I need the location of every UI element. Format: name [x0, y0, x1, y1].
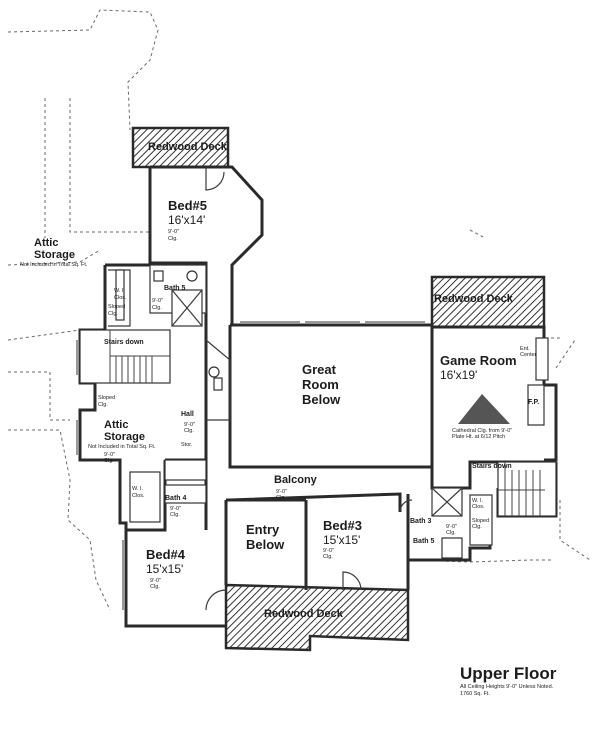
label-redwood-deck-bottom: Redwood Deck — [264, 608, 344, 620]
label-great-room-2: Room — [302, 377, 339, 392]
label-ent: Ent. — [520, 346, 530, 352]
label-sloped-top: Sloped — [108, 304, 125, 310]
label-hall-ceiling: 9'-0" — [184, 422, 195, 428]
label-hall: Hall — [181, 411, 194, 418]
title-block: Upper Floor All Ceiling Heights 9'-0" Un… — [460, 664, 557, 697]
label-ent-center: Center — [520, 352, 537, 358]
label-sloped-top-2: Clg. — [108, 311, 118, 317]
label-game-room: Game Room — [440, 353, 517, 368]
label-redwood-deck-right: Redwood Deck — [434, 293, 514, 305]
label-bath4-ceiling: 9'-0" — [170, 506, 181, 512]
label-stairs-right: Stairs down — [472, 463, 512, 470]
label-bath5: Bath 5 — [164, 285, 186, 292]
label-bed4-size: 15'x15' — [146, 562, 183, 576]
label-bath5-ceiling-unit: Clg. — [152, 305, 162, 311]
label-wi-clos-top: W. I. — [114, 288, 125, 294]
label-game-room-size: 16'x19' — [440, 368, 477, 382]
label-attic-left-note: Not Included in Total Sq. Ft. — [20, 262, 88, 268]
label-entry-2: Below — [246, 537, 285, 552]
label-bed4-ceiling: 9'-0" — [150, 578, 161, 584]
label-bed4-ceiling-unit: Clg. — [150, 584, 160, 590]
label-bed5-size: 16'x14' — [168, 213, 205, 227]
label-bed3: Bed#3 — [323, 518, 362, 533]
label-bath4-ceiling-unit: Clg. — [170, 512, 180, 518]
label-redwood-deck-top: Redwood Deck — [148, 141, 228, 153]
label-attic-mid: Attic — [104, 419, 128, 431]
label-balcony: Balcony — [274, 474, 318, 486]
label-attic-mid-2: Storage — [104, 431, 145, 443]
label-attic-mid-note: Not Included in Total Sq. Ft. — [88, 444, 156, 450]
label-hall-ceiling-unit: Clg. — [184, 428, 194, 434]
plan-note: All Ceiling Heights 9'-0" Unless Noted. — [460, 684, 554, 690]
label-great-room: Great — [302, 362, 337, 377]
label-wi-clos-mid-2: Clos. — [132, 493, 145, 499]
interior-details — [76, 167, 557, 611]
label-attic-mid-ceiling-unit: Clg. — [104, 458, 114, 464]
label-balcony-ceiling-unit: Clg. — [276, 495, 286, 501]
label-stairs-left: Stairs down — [104, 339, 144, 346]
label-wi-clos-right-2: Clos. — [472, 504, 485, 510]
label-sloped-mid: Sloped — [98, 395, 115, 401]
room-labels: Redwood Deck Redwood Deck Redwood Deck B… — [20, 141, 539, 620]
label-entry: Entry — [246, 522, 280, 537]
label-sloped-mid-2: Clg. — [98, 402, 108, 408]
label-wi-clos-mid: W. I. — [132, 486, 143, 492]
label-attic-left: Attic — [34, 237, 58, 249]
label-cathedral: Cathedral Clg. from 9'-0" — [452, 428, 512, 434]
redwood-deck-top — [131, 126, 230, 169]
label-bed5-ceiling-unit: Clg. — [168, 236, 178, 242]
label-bath4: Bath 4 — [165, 495, 187, 502]
label-bath5-ceiling: 9'-0" — [152, 298, 163, 304]
label-bath3: Bath 3 — [410, 518, 432, 525]
label-bed5-ceiling: 9'-0" — [168, 229, 179, 235]
label-plate: Plate Ht. at 6/12 Pitch — [452, 434, 505, 440]
plan-title: Upper Floor — [460, 664, 557, 683]
plan-area: 1760 Sq. Ft. — [460, 691, 490, 697]
label-bed5: Bed#5 — [168, 198, 207, 213]
label-sloped-right-2: Clg. — [472, 524, 482, 530]
label-bath3-ceiling-unit: Clg. — [446, 530, 456, 536]
label-great-room-3: Below — [302, 392, 341, 407]
label-fp: F.P. — [528, 399, 539, 406]
label-bath3-ceiling: 9'-0" — [446, 524, 457, 530]
label-sloped-right: Sloped — [472, 518, 489, 524]
label-bed3-ceiling: 9'-0" — [323, 548, 334, 554]
label-attic-mid-ceiling: 9'-0" — [104, 452, 115, 458]
label-bath5b: Bath 5 — [413, 538, 435, 545]
label-bed3-size: 15'x15' — [323, 533, 360, 547]
label-attic-left-2: Storage — [34, 249, 75, 261]
label-bed3-ceiling-unit: Clg. — [323, 554, 333, 560]
label-bed4: Bed#4 — [146, 547, 186, 562]
label-wi-clos-top-2: Clos. — [114, 295, 127, 301]
redwood-deck-right — [430, 275, 546, 329]
label-stor: Stor. — [181, 442, 193, 448]
label-balcony-ceiling: 9'-0" — [276, 489, 287, 495]
label-wi-clos-right: W. I. — [472, 498, 483, 504]
